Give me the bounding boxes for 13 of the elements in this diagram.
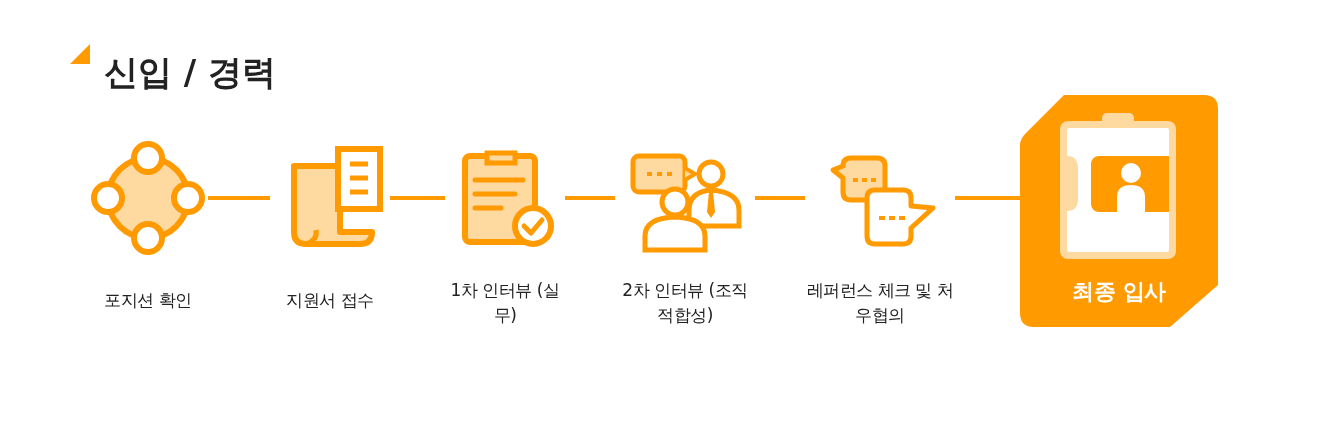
step-label: 레퍼런스 체크 및 처우협의 <box>805 279 955 327</box>
connector-line <box>755 196 805 200</box>
step-label: 최종 입사 <box>1071 278 1167 306</box>
connector-line <box>565 196 615 200</box>
title: 신입 / 경력 <box>104 51 277 94</box>
connector-line <box>390 196 445 200</box>
step-label: 2차 인터뷰 (조직 적합성) <box>621 279 749 327</box>
connector-line <box>208 196 270 200</box>
step-label: 포지션 확인 <box>103 289 193 312</box>
connector-line <box>955 196 1020 200</box>
step-label: 1차 인터뷰 (실무) <box>449 279 561 327</box>
final-step-card <box>1020 95 1218 327</box>
step-label: 지원서 접수 <box>285 289 375 312</box>
